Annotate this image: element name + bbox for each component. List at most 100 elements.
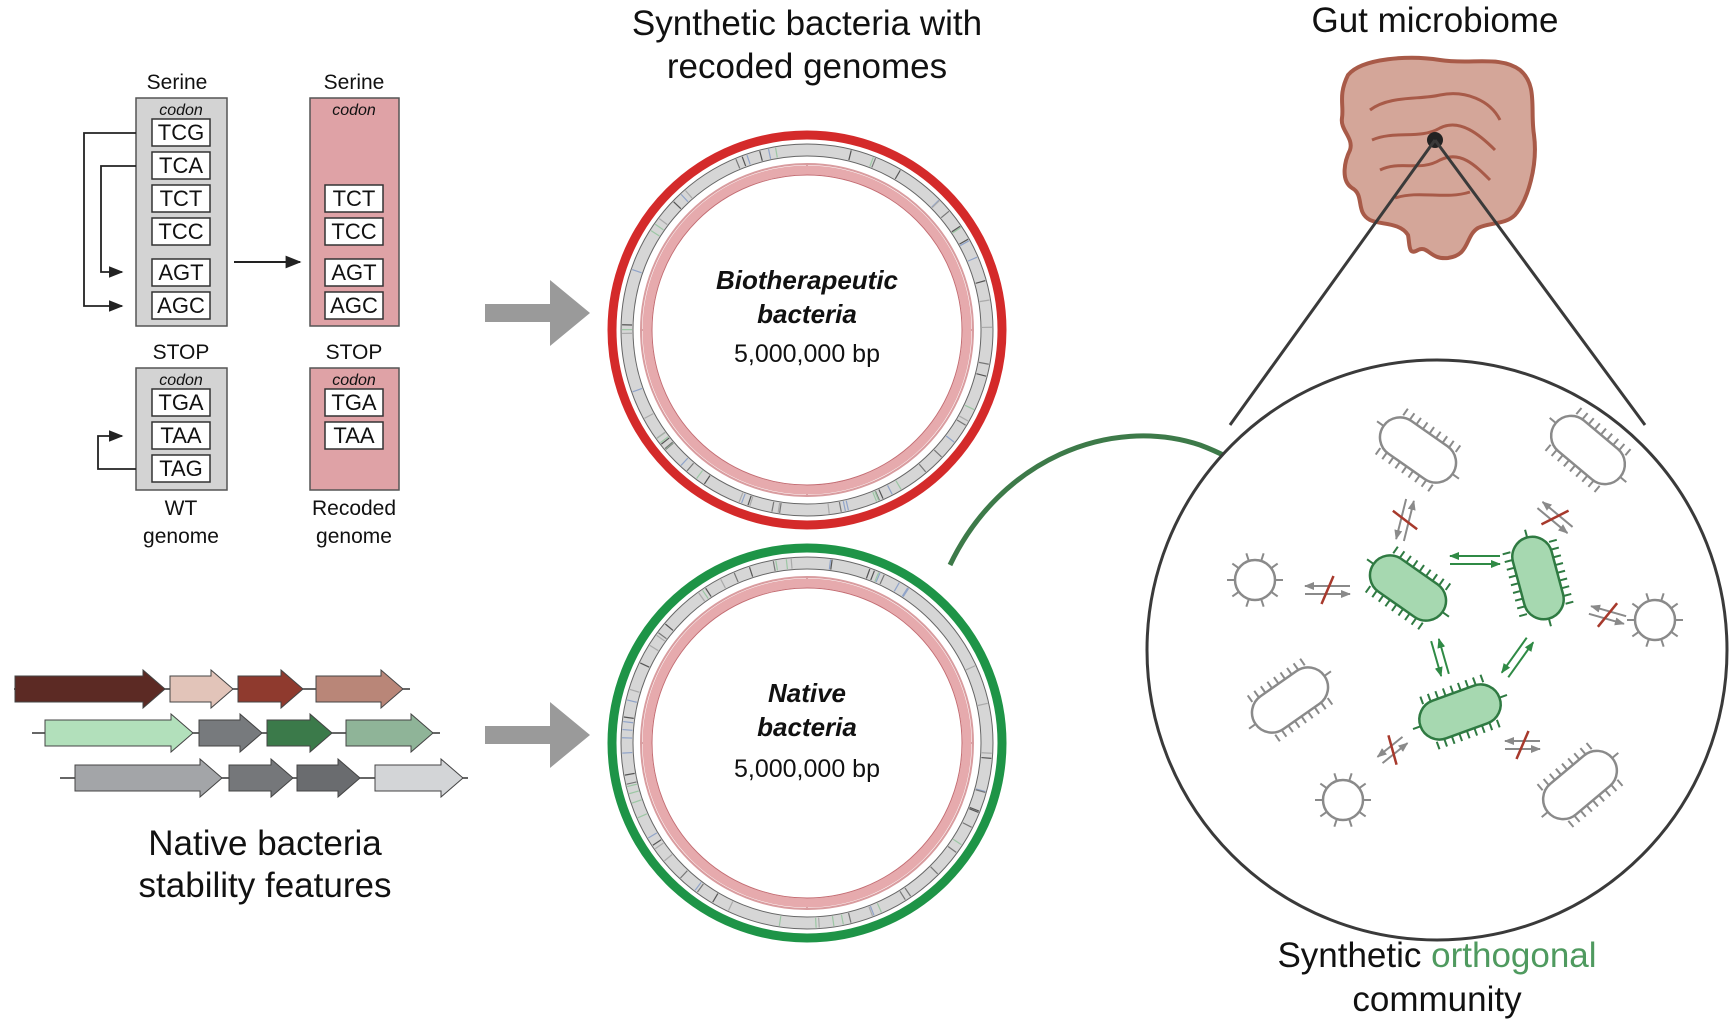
gene-tick bbox=[870, 570, 875, 581]
community-title-line1: Synthetic orthogonal bbox=[1277, 936, 1596, 975]
genome-center bbox=[653, 589, 961, 897]
inner-ring-outer bbox=[640, 576, 974, 910]
gene-tick bbox=[649, 644, 659, 652]
gene-tick bbox=[622, 728, 633, 731]
codon-text: TCC bbox=[331, 219, 376, 244]
wt-stop-label: STOP bbox=[153, 341, 210, 364]
gene-tick bbox=[894, 169, 901, 180]
gene-arrow bbox=[14, 668, 166, 710]
gene-tick bbox=[981, 756, 992, 760]
genome-center bbox=[653, 176, 961, 484]
gene-tick bbox=[684, 190, 693, 199]
gene-arrow bbox=[228, 757, 294, 799]
gene-tick bbox=[771, 501, 775, 512]
inner-ring-outer bbox=[640, 163, 974, 497]
gene-tick bbox=[981, 752, 992, 754]
gene-tick bbox=[874, 490, 880, 501]
gene-tick bbox=[845, 500, 850, 511]
gene-tick bbox=[975, 789, 986, 793]
gene-tick bbox=[632, 387, 643, 393]
gene-tick bbox=[918, 463, 927, 473]
codon-cell bbox=[324, 258, 384, 287]
blocked-exchange-arrows bbox=[1392, 498, 1418, 542]
gene-tick bbox=[940, 210, 950, 219]
codon-cell bbox=[324, 421, 384, 450]
codon-text: TAA bbox=[333, 423, 374, 448]
gene-arrow bbox=[374, 757, 464, 799]
gene-tick bbox=[650, 230, 660, 237]
gene-tick bbox=[647, 832, 658, 839]
codon-text: TGA bbox=[158, 390, 204, 415]
outer-ring bbox=[607, 130, 1007, 530]
center-title-line2: recoded genomes bbox=[667, 47, 947, 86]
gray-bacterium bbox=[1536, 742, 1624, 828]
gene-tick bbox=[656, 431, 666, 439]
gene-tick bbox=[712, 893, 719, 903]
gene-tick bbox=[838, 501, 842, 512]
gene-tick bbox=[956, 419, 966, 426]
green-bacterium bbox=[1364, 546, 1452, 630]
gene-tick bbox=[828, 559, 832, 570]
gene-tick bbox=[622, 751, 633, 754]
gene-tick bbox=[964, 404, 975, 411]
gene-tick bbox=[644, 413, 654, 419]
gene-tick bbox=[869, 157, 874, 167]
green-exchange-arrows bbox=[1500, 637, 1535, 678]
gray-coccus bbox=[1227, 553, 1283, 607]
gene-tick bbox=[952, 226, 962, 234]
community-highlight: orthogonal bbox=[1431, 936, 1596, 975]
recoded-stop-codon-heading: codon bbox=[332, 372, 376, 389]
gene-tick bbox=[694, 881, 702, 891]
gene-tick bbox=[960, 240, 970, 247]
gene-tick bbox=[680, 193, 689, 203]
gene-arrow bbox=[44, 712, 194, 754]
gene-tick bbox=[639, 662, 650, 668]
gene-tick bbox=[790, 558, 793, 569]
gene-tick bbox=[631, 268, 642, 274]
codon-cell bbox=[324, 291, 384, 320]
gene-tick bbox=[705, 587, 712, 597]
gene-tick bbox=[631, 799, 642, 804]
gene-tick bbox=[962, 822, 972, 828]
gene-tick bbox=[871, 157, 877, 168]
gene-tick bbox=[696, 883, 704, 893]
blocked-exchange-arrows bbox=[1304, 575, 1351, 605]
gene-arrow bbox=[169, 668, 234, 710]
wt-serine-codons: TCG TCA TCT TCC AGT AGC bbox=[151, 118, 211, 320]
gene-tick bbox=[847, 912, 852, 923]
wt-stop-codon-heading: codon bbox=[159, 372, 203, 389]
gene-tick bbox=[931, 200, 940, 209]
gene-arrow bbox=[74, 757, 223, 799]
gene-arrow bbox=[198, 712, 263, 754]
gene-tick bbox=[901, 587, 909, 597]
inner-ring-edge bbox=[651, 587, 963, 899]
gene-tick bbox=[875, 572, 881, 583]
gene-tick bbox=[930, 866, 939, 875]
stability-features-panel: Native bacteria stability features bbox=[14, 668, 468, 905]
inner-ring bbox=[642, 165, 972, 495]
gray-bacterium bbox=[1246, 658, 1334, 742]
stability-title-line2: stability features bbox=[139, 866, 392, 905]
gene-tick bbox=[698, 592, 706, 602]
codon-cell bbox=[151, 258, 211, 287]
gene-tick bbox=[830, 559, 833, 570]
gene-tick bbox=[869, 905, 875, 916]
biotherapeutic-genome-map: Biotherapeutic bacteria 5,000,000 bp bbox=[607, 130, 1007, 530]
codon-text: TCT bbox=[160, 186, 203, 211]
wt-serine-codon-heading: codon bbox=[159, 102, 203, 119]
blocked-exchange-arrows bbox=[1536, 501, 1574, 534]
gene-tick bbox=[868, 906, 874, 917]
intestine-fold bbox=[1371, 123, 1497, 152]
recoded-serine-label: Serine bbox=[324, 71, 385, 94]
gene-tick bbox=[741, 156, 747, 167]
wt-genome-label-line2: genome bbox=[143, 525, 219, 548]
codon-text: TCG bbox=[158, 120, 204, 145]
gene-arrow bbox=[345, 712, 434, 754]
gene-tick bbox=[627, 783, 638, 788]
gene-tick bbox=[887, 485, 893, 495]
codon-cell bbox=[324, 184, 384, 213]
green-exchange-arrows bbox=[1430, 637, 1450, 678]
recoded-genome-label-line2: genome bbox=[316, 525, 392, 548]
gene-tick bbox=[931, 199, 940, 208]
gene-tick bbox=[968, 808, 979, 813]
